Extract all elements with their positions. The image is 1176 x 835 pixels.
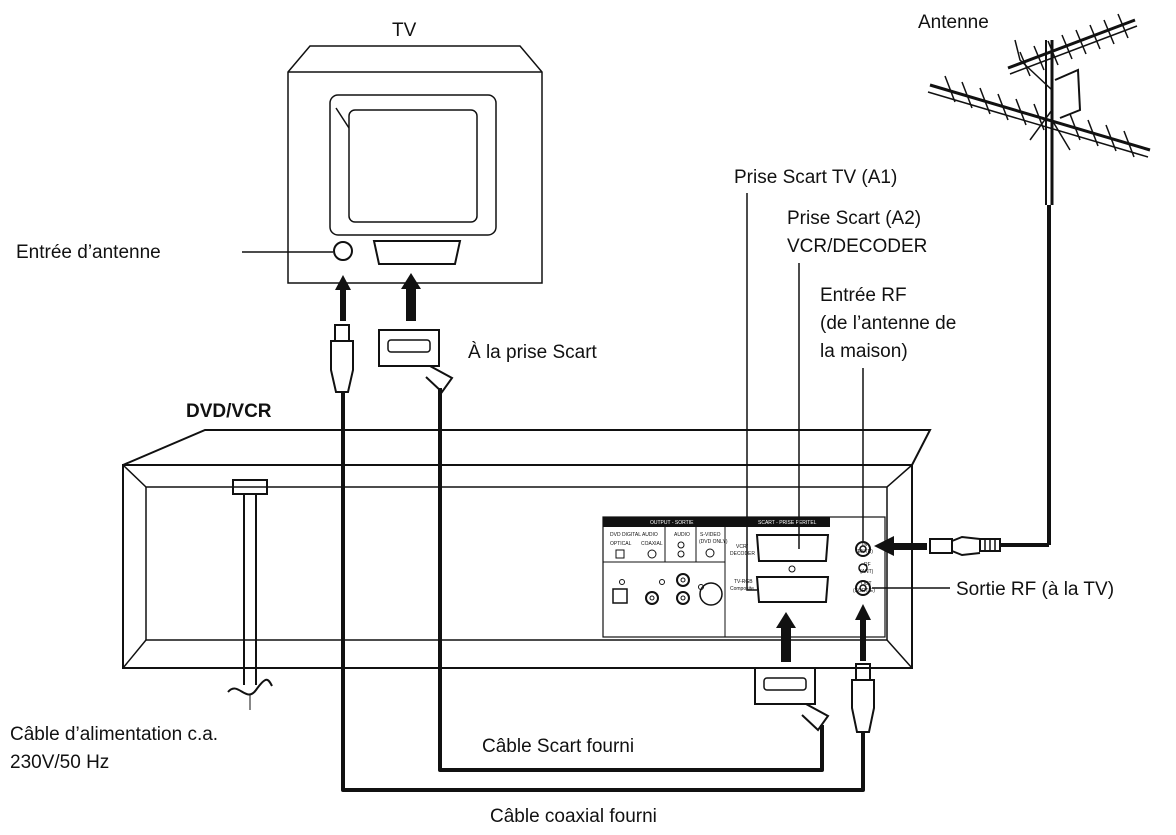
power-cord-label-line2: 230V/50 Hz <box>10 752 109 773</box>
tv-label: TV <box>392 20 417 41</box>
audio-label: AUDIO <box>674 532 690 538</box>
scart-plug-vcr-end <box>754 667 830 732</box>
rear-panel: OUTPUT - SORTIE SCART - PRISE PERITEL DV… <box>602 516 886 638</box>
output-header: OUTPUT - SORTIE <box>650 520 694 526</box>
rf-in-label-line2: (de l’antenne de <box>820 313 956 334</box>
arrow-to-rf-out <box>855 604 871 661</box>
coax-cable-label: Câble coaxial fourni <box>490 806 657 827</box>
scart-a2-label-line1: Prise Scart (A2) <box>787 208 921 229</box>
scart-socket-a2 <box>755 534 830 562</box>
dvd-digital-audio-label: DVD DIGITAL AUDIO <box>610 532 658 538</box>
optical-label: OPTICAL <box>610 541 632 547</box>
coaxial-label: COAXIAL <box>641 541 663 547</box>
rf-out-label: Sortie RF (à la TV) <box>956 579 1114 600</box>
coax-plug-vcr-end <box>851 663 875 733</box>
scart-cable-label: Câble Scart fourni <box>482 736 634 757</box>
scart-cable <box>438 388 824 772</box>
rf-ant-label: (ANT) <box>860 569 874 575</box>
rf-in-label-line3: la maison) <box>820 341 908 362</box>
arrow-to-tv-scart <box>401 273 421 321</box>
tvrgb-label: TV-RGB <box>734 579 753 585</box>
tv-antenna-input-jack <box>333 241 353 261</box>
coax-plug-tv-end <box>330 324 354 393</box>
composite-label: Composite <box>730 586 754 592</box>
scart-plug-tv-end <box>378 329 454 394</box>
scart-socket-a1 <box>755 576 830 603</box>
rf-out-label: OUT <box>861 581 872 587</box>
dvd-vcr-label: DVD/VCR <box>186 401 272 422</box>
scart-header: SCART - PRISE PERITEL <box>758 520 817 526</box>
arrow-to-scart-a1 <box>776 612 796 662</box>
to-scart-label: À la prise Scart <box>468 342 598 363</box>
power-cord-label-line1: Câble d’alimentation c.a. <box>10 724 218 745</box>
decoder-label: DECODER <box>730 551 755 557</box>
rf-label: RF <box>864 562 871 568</box>
rf-in-label-line1: Entrée RF <box>820 285 907 306</box>
power-cord <box>227 479 273 710</box>
tv-scart-socket <box>372 240 462 265</box>
arrow-to-rf-in <box>874 536 927 556</box>
rf-out-jack <box>855 580 871 596</box>
tv-set <box>287 45 543 284</box>
antenna-plug <box>929 535 1001 557</box>
coax-cable <box>341 392 865 792</box>
arrow-to-tv-antenna <box>335 275 351 321</box>
vcr-label: VCR/ <box>736 544 749 550</box>
antenna-input-label: Entrée d’antenne <box>16 242 161 263</box>
rf-in-label: IN <box>862 542 867 548</box>
antenna <box>927 13 1151 545</box>
dvd-only-label: (DVD ONLY) <box>699 539 728 545</box>
antenna-label: Antenne <box>918 12 989 33</box>
dvd-vcr-unit <box>122 429 932 669</box>
scart-tv-label: Prise Scart TV (A1) <box>734 167 897 188</box>
scart-a2-label-line2: VCR/DECODER <box>787 236 927 257</box>
svideo-label: S-VIDEO <box>700 532 721 538</box>
rf-in-jack <box>855 541 871 557</box>
